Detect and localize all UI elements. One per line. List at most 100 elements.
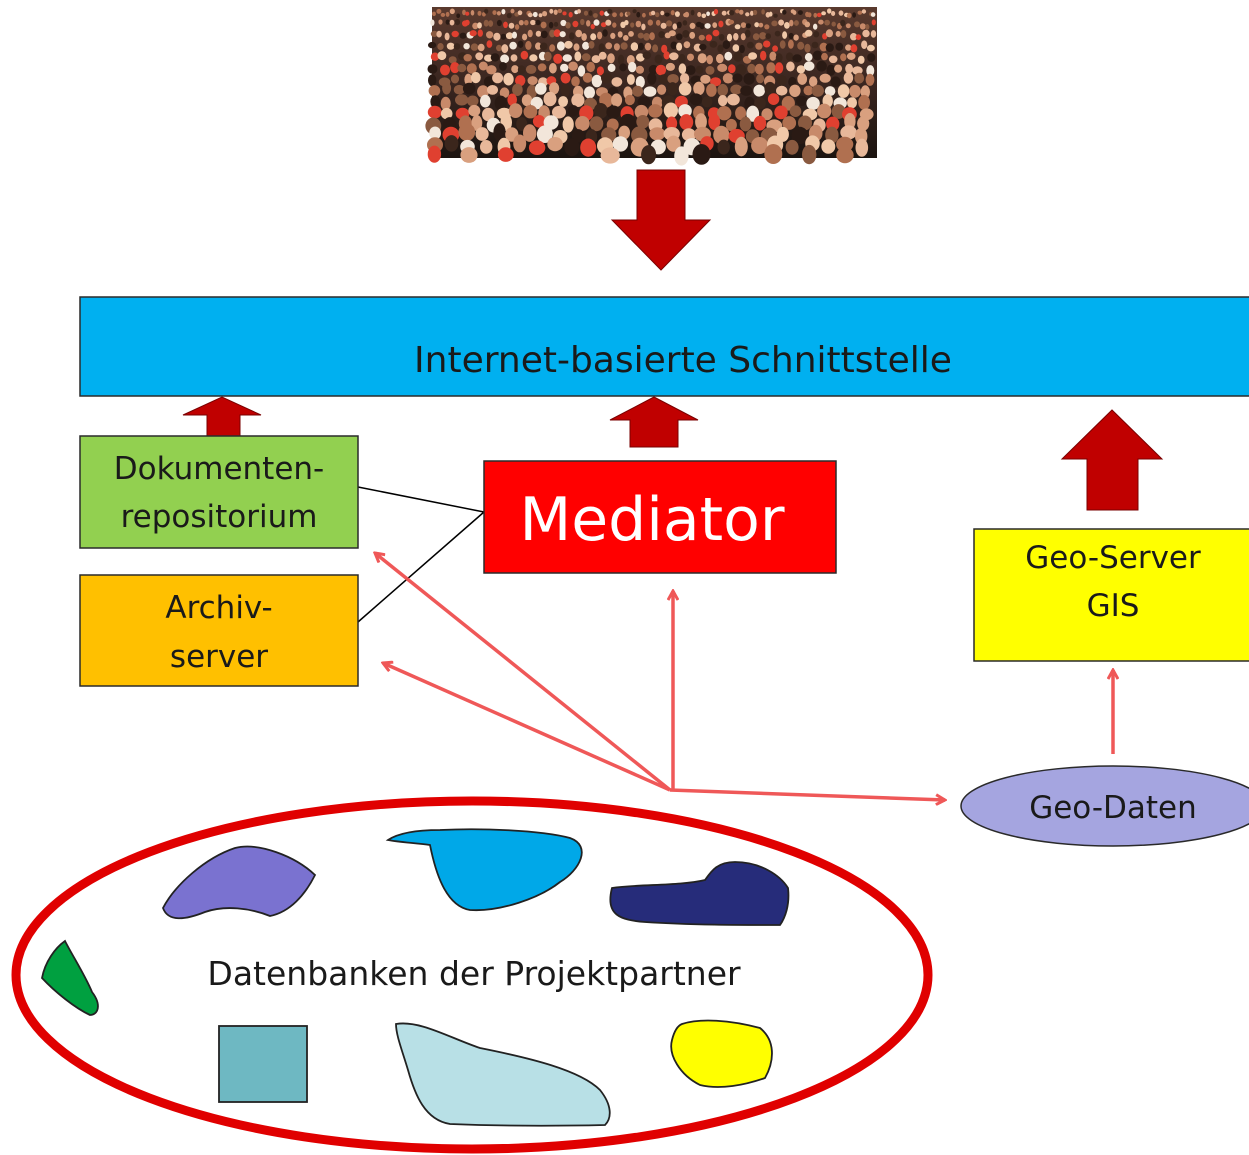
crowd-person (644, 42, 652, 51)
crowd-person (593, 103, 608, 119)
crowd-person (429, 126, 441, 140)
crowd-person (647, 19, 653, 26)
arrow-up-geo-server (1060, 409, 1164, 511)
crowd-person (821, 11, 826, 16)
crowd-person (847, 97, 857, 109)
crowd-person (804, 43, 811, 53)
crowd-person (549, 63, 557, 74)
crowd-person (649, 32, 655, 41)
crowd-person (567, 105, 579, 117)
crowd-person (453, 84, 465, 95)
arrow-down-to-interface (610, 169, 712, 271)
crowd-person (514, 24, 520, 30)
crowd-person (825, 43, 834, 52)
crowd-person (689, 22, 696, 29)
crowd-person (846, 52, 856, 60)
crowd-person (643, 33, 650, 41)
crowd-person (753, 9, 758, 16)
crowd-person (840, 53, 847, 62)
crowd-person (807, 12, 812, 18)
crowd-person (624, 20, 629, 26)
crowd-person (822, 33, 828, 40)
crowd-person (521, 94, 533, 107)
crowd-person (487, 85, 498, 95)
crowd-person (845, 23, 851, 29)
crowd-person (825, 29, 834, 38)
crowd-person (552, 105, 566, 119)
crowd-person (789, 84, 801, 98)
crowd-person (539, 42, 548, 51)
crowd-person (743, 73, 755, 85)
crowd-person (450, 74, 460, 84)
crowd-person (630, 22, 635, 28)
crowd-person (796, 65, 806, 74)
crowd-person (778, 19, 784, 26)
crowd-person (636, 11, 641, 18)
crowd-person (761, 9, 765, 15)
crowd-person (763, 40, 771, 48)
crowd-person (771, 20, 778, 27)
crowd-person (478, 61, 488, 71)
crowd-person (480, 140, 493, 154)
crowd-person (436, 8, 442, 14)
crowd-person (689, 31, 696, 39)
crowd-person (795, 95, 808, 107)
crowd-person (816, 12, 822, 18)
crowd-person (655, 12, 660, 18)
crowd-person (535, 30, 542, 37)
crowd-person (517, 40, 524, 48)
crowd-person (740, 85, 753, 96)
crowd-person (782, 116, 797, 130)
crowd-person (580, 18, 585, 26)
crowd-person (747, 63, 756, 74)
crowd-person (568, 61, 578, 71)
crowd-person (706, 83, 717, 97)
crowd-person (607, 53, 615, 64)
crowd-person (745, 23, 752, 29)
connector-doc-mediator (357, 486, 485, 513)
crowd-person (516, 117, 528, 131)
crowd-person (655, 19, 661, 26)
crowd-person (782, 9, 787, 15)
crowd-person (637, 32, 644, 39)
crowd-person (562, 54, 572, 62)
crowd-person (782, 31, 788, 39)
crowd-person (788, 76, 797, 87)
crowd-person (845, 63, 853, 74)
crowd-person (456, 13, 461, 19)
crowd-person (642, 51, 652, 60)
crowd-person (549, 44, 556, 52)
crowd-person (828, 55, 838, 64)
crowd-person (590, 33, 597, 41)
interface-label: Internet-basierte Schnittstelle (414, 340, 952, 381)
crowd-person (598, 51, 607, 60)
crowd-person (494, 95, 507, 111)
crowd-person (503, 72, 514, 86)
crowd-person (667, 82, 678, 96)
crowd-person (624, 94, 635, 106)
crowd-person (852, 12, 856, 18)
crowd-person (560, 19, 567, 27)
crowd-person (471, 115, 483, 131)
crowd-person (704, 23, 711, 29)
crowd-person (571, 76, 580, 87)
crowd-person (600, 22, 607, 28)
crowd-person (669, 52, 679, 61)
crowd-person (866, 65, 875, 77)
crowd-person (725, 118, 737, 132)
crowd-person (445, 11, 450, 17)
crowd-person (591, 55, 601, 64)
crowd-person (699, 43, 707, 51)
crowd-person (466, 63, 477, 74)
crowd-person (766, 62, 776, 74)
crowd-person (767, 93, 780, 105)
crowd-person (775, 53, 783, 63)
crowd-person (788, 32, 794, 40)
crowd-person (572, 20, 579, 28)
crowd-person (529, 54, 538, 62)
crowd-person (664, 12, 670, 17)
crowd-person (717, 44, 724, 53)
crowd-person (712, 29, 720, 37)
crowd-person (648, 104, 663, 118)
crowd-person (635, 20, 642, 28)
